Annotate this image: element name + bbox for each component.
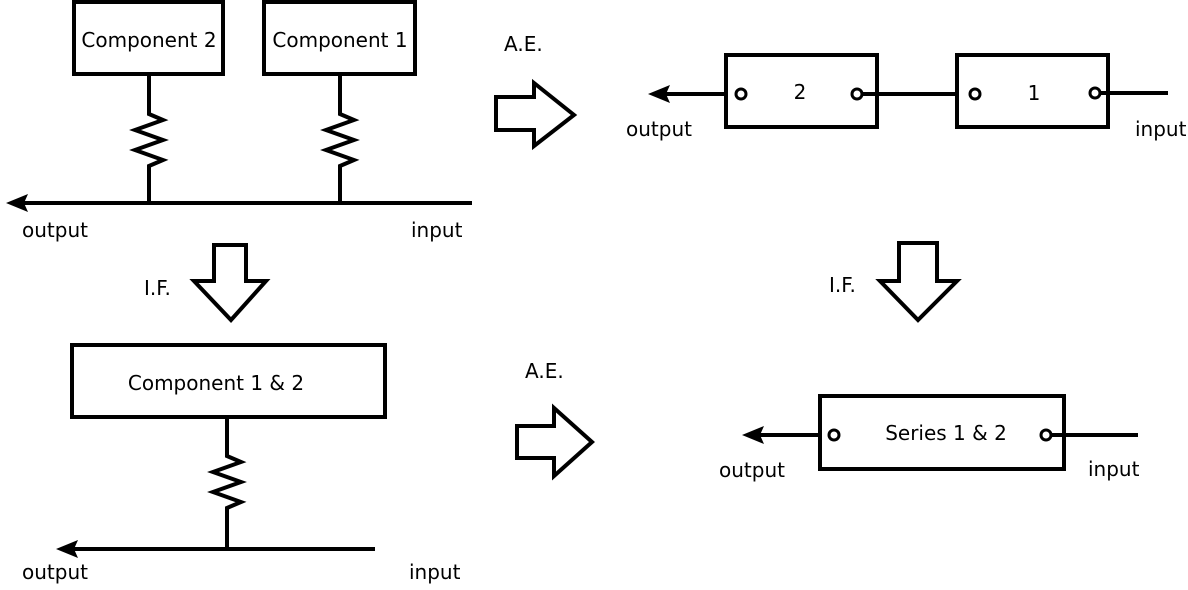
output-label: output — [22, 560, 88, 584]
resistor-right — [320, 74, 360, 203]
series-label: Series 1 & 2 — [885, 421, 1007, 445]
output-label: output — [22, 218, 88, 242]
if-label-right: I.F. — [829, 273, 856, 297]
component-1-2-label: Component 1 & 2 — [128, 371, 304, 395]
port-terminal — [1039, 428, 1053, 442]
ae-arrow-top: A.E. — [494, 32, 578, 151]
ae-label-bottom: A.E. — [525, 359, 564, 383]
output-arrowhead — [56, 540, 78, 558]
input-label: input — [1135, 117, 1187, 141]
port-terminal — [1088, 86, 1102, 100]
component-1-2-box — [70, 343, 387, 419]
block-2-label: 2 — [794, 80, 807, 104]
bottom-right-diagram: Series 1 & 2 output input — [719, 394, 1140, 482]
port-terminal — [734, 87, 748, 101]
input-label: input — [1088, 457, 1140, 481]
if-arrow-left: I.F. — [144, 243, 271, 323]
ae-arrow-bottom: A.E. — [515, 359, 595, 481]
port-terminal — [827, 428, 841, 442]
series-box — [818, 394, 1066, 471]
component-1-label: Component 1 — [272, 28, 407, 52]
port-terminal — [850, 87, 864, 101]
input-label: input — [409, 560, 461, 584]
output-arrowhead — [6, 194, 28, 212]
input-label: input — [411, 218, 463, 242]
down-arrow-icon — [875, 241, 962, 323]
down-arrow-icon — [189, 243, 271, 323]
top-left-diagram: Component 2 Component 1 output input — [6, 0, 472, 242]
ae-label-top: A.E. — [504, 32, 543, 56]
resistor — [207, 417, 247, 549]
output-label: output — [719, 458, 785, 482]
right-arrow-icon — [515, 403, 595, 481]
output-label: output — [626, 117, 692, 141]
component-2-label: Component 2 — [81, 28, 216, 52]
if-arrow-right: I.F. — [829, 241, 962, 323]
right-arrow-icon — [494, 78, 578, 151]
if-label-left: I.F. — [144, 276, 171, 300]
output-arrowhead — [742, 426, 764, 444]
block-1-label: 1 — [1028, 81, 1041, 105]
resistor-left — [129, 74, 169, 203]
port-terminal — [968, 87, 982, 101]
bottom-left-diagram: Component 1 & 2 output input — [22, 343, 461, 584]
top-right-diagram: 2 1 output input — [626, 53, 1187, 141]
output-arrowhead — [648, 85, 670, 103]
